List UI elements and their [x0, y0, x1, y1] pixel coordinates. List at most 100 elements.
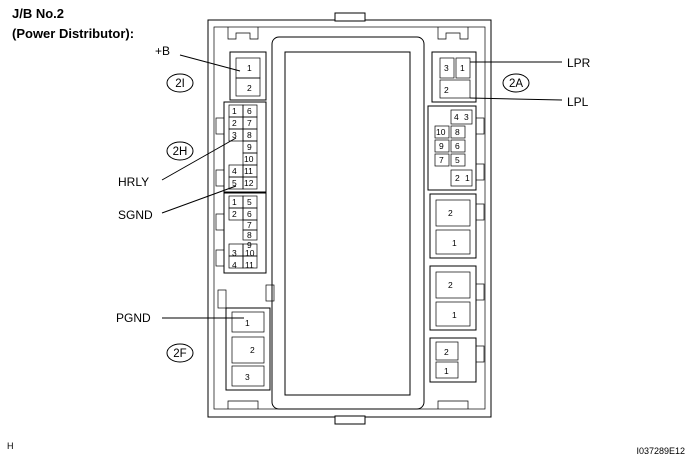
pin-s-4: 4 — [232, 260, 237, 270]
pin-s-8: 8 — [247, 230, 252, 240]
footer-left-mark: H — [7, 441, 14, 451]
pin-r1-1: 1 — [465, 173, 470, 183]
oval-2a — [502, 73, 530, 93]
pin-2a-1: 1 — [460, 63, 465, 73]
pin-2h-7: 7 — [247, 118, 252, 128]
clip-bottom-left — [227, 400, 259, 409]
pin-r2-1: 1 — [452, 238, 457, 248]
footer-figure-code: I037289E12 — [636, 446, 685, 456]
pin-s-2: 2 — [232, 209, 237, 219]
pin-s-3: 3 — [232, 248, 237, 258]
pin-r1-2: 2 — [455, 173, 460, 183]
label-lpl: LPL — [567, 95, 589, 109]
connector-label-2i: 2I — [175, 78, 185, 90]
connector-r1-latch-2 — [475, 163, 485, 181]
label-sgnd: SGND — [118, 208, 153, 222]
leader-plus-b — [179, 54, 241, 72]
pin-2h-3: 3 — [232, 130, 237, 140]
pin-2h-1: 1 — [232, 106, 237, 116]
pin-2i-2: 2 — [247, 83, 252, 93]
pin-r3-2: 2 — [448, 280, 453, 290]
pin-2a-2: 2 — [444, 85, 449, 95]
center-latch — [265, 284, 275, 302]
pin-r4-1: 1 — [444, 366, 449, 376]
pin-r1-9: 9 — [439, 141, 444, 151]
clip-top-right — [437, 27, 469, 40]
diagram-subtitle: (Power Distributor): — [12, 26, 135, 41]
label-hrly: HRLY — [118, 175, 149, 189]
connector-r3-cavity-1 — [435, 301, 471, 327]
connector-2f-cavity-3 — [231, 365, 265, 387]
pin-s-7: 7 — [247, 220, 252, 230]
connector-sgnd-block-body — [223, 192, 267, 274]
pin-r1-3: 3 — [464, 112, 469, 122]
connector-2f-body — [225, 307, 271, 391]
pin-r4-2: 2 — [444, 347, 449, 357]
connector-sgnd-block-latch-2 — [215, 249, 225, 267]
housing-top-tab — [334, 12, 366, 22]
pin-2h-2: 2 — [232, 118, 237, 128]
connector-r4-latch — [475, 345, 485, 363]
pin-s-11: 11 — [245, 260, 254, 270]
connector-r1-body — [427, 105, 477, 191]
leader-sgnd — [161, 185, 237, 214]
pin-s-6: 6 — [247, 209, 252, 219]
connector-2f-cavity-2 — [231, 336, 265, 364]
oval-2i — [166, 73, 194, 93]
label-pgnd: PGND — [116, 311, 151, 325]
connector-r2-latch — [475, 203, 485, 221]
connector-2a-cavity-3 — [439, 57, 455, 79]
pin-r1-6: 6 — [455, 141, 460, 151]
connector-2i-cavity-2 — [235, 77, 261, 97]
pin-2h-5: 5 — [232, 178, 237, 188]
connector-r1-latch-1 — [475, 117, 485, 135]
pin-2h-8: 8 — [247, 130, 252, 140]
pin-2f-2: 2 — [250, 345, 255, 355]
pin-2h-12: 12 — [244, 178, 254, 188]
pin-r3-1: 1 — [452, 310, 457, 320]
oval-2f — [166, 343, 194, 363]
connector-r3-cavity-2 — [435, 271, 471, 299]
diagram-title: J/B No.2 — [12, 6, 65, 21]
clip-top-left — [227, 27, 259, 40]
connector-label-2a: 2A — [509, 78, 523, 90]
pin-r1-7: 7 — [439, 155, 444, 165]
pin-2h-11: 11 — [244, 166, 253, 176]
connector-label-2h: 2H — [173, 146, 188, 158]
connector-label-2f: 2F — [173, 348, 186, 360]
pin-r1-8: 8 — [455, 127, 460, 137]
pin-2f-1: 1 — [245, 318, 250, 328]
connector-r2-cavity-1 — [435, 229, 471, 255]
connector-2h-latch-1 — [215, 117, 225, 135]
connector-r2-cavity-2 — [435, 199, 471, 227]
pin-2h-6: 6 — [247, 106, 252, 116]
pin-s-9: 9 — [247, 240, 252, 250]
oval-2h — [166, 141, 194, 161]
connector-2h-latch-2 — [215, 169, 225, 187]
connector-2f-latch — [217, 289, 227, 309]
pin-2a-3: 3 — [444, 63, 449, 73]
label-plus-b: +B — [155, 44, 170, 58]
housing-bottom-tab — [334, 415, 366, 425]
pin-r1-4: 4 — [454, 112, 459, 122]
connector-r4-cavity-2 — [435, 341, 459, 361]
pin-2f-3: 3 — [245, 372, 250, 382]
connector-2h-grid — [228, 104, 258, 190]
connector-sgnd-block-latch-1 — [215, 213, 225, 231]
pin-2h-10: 10 — [244, 154, 254, 164]
pin-2i-1: 1 — [247, 63, 252, 73]
clip-bottom-right — [437, 400, 469, 409]
connector-r4-cavity-1 — [435, 361, 459, 379]
pin-r2-2: 2 — [448, 208, 453, 218]
pin-2h-9: 9 — [247, 142, 252, 152]
pin-2h-4: 4 — [232, 166, 237, 176]
connector-r1-grid — [434, 109, 473, 187]
center-window-frame — [271, 36, 425, 410]
pin-s-1: 1 — [232, 197, 237, 207]
pin-s-5: 5 — [247, 197, 252, 207]
leader-hrly — [161, 137, 237, 181]
center-window — [284, 51, 411, 396]
connector-2f-cavity-1 — [231, 311, 265, 333]
pin-s-10: 10 — [245, 248, 255, 258]
